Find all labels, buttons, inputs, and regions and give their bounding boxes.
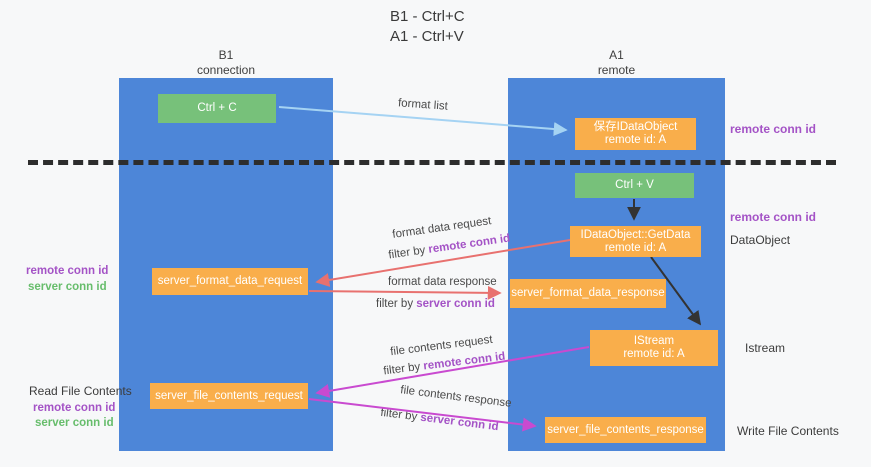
node-server-format-data-request: server_format_data_request: [152, 268, 308, 295]
node-ctrl-c-label: Ctrl + C: [197, 102, 237, 114]
node-server-format-data-response: server_format_data_response: [510, 279, 666, 308]
node-getdata-line2: remote id: A: [604, 241, 667, 254]
filter-key-remote-conn-id: remote conn id: [427, 232, 511, 256]
title-line-2: A1 - Ctrl+V: [390, 28, 464, 45]
filter-key-server-conn-id: server conn id: [416, 298, 495, 310]
filter-key-server-conn-id: server conn id: [419, 411, 500, 434]
edge-label-format-list: format list: [397, 97, 449, 113]
edge-label-file-contents-response-filter: filter by server conn id: [380, 407, 499, 433]
annotation-left-remote-conn-id: remote conn id: [26, 265, 109, 277]
annotation-left-bottom-remote-conn-id: remote conn id: [33, 402, 116, 414]
node-sfcreq-label: server_file_contents_request: [155, 389, 303, 402]
node-istream-line1: IStream: [633, 335, 675, 347]
annotation-write-file-contents: Write File Contents: [737, 424, 839, 438]
filter-key-remote-conn-id: remote conn id: [422, 350, 506, 373]
node-server-file-contents-response: server_file_contents_response: [545, 417, 706, 443]
node-ctrl-v-label: Ctrl + V: [615, 179, 654, 191]
node-getdata-line1: IDataObject::GetData: [580, 228, 691, 241]
lifeline-b1-subtitle: connection: [196, 63, 256, 77]
annotation-left-bottom-server-conn-id: server conn id: [35, 417, 114, 429]
title-line-1: B1 - Ctrl+C: [390, 8, 465, 25]
node-sfcresp-label: server_file_contents_response: [547, 423, 704, 436]
annotation-istream: Istream: [745, 341, 786, 355]
node-istream: IStream remote id: A: [590, 330, 718, 366]
annotation-remote-conn-id-mid: remote conn id: [730, 210, 817, 224]
edge-label-format-data-response-filter: filter by server conn id: [376, 298, 495, 310]
node-sfdreq-label: server_format_data_request: [157, 275, 303, 287]
node-ctrl-c: Ctrl + C: [158, 94, 276, 123]
node-sfdresp-label: server_format_data_response: [511, 287, 665, 299]
arrow-format-data-response: [308, 285, 502, 300]
node-idataobject-getdata: IDataObject::GetData remote id: A: [570, 226, 701, 257]
lifeline-header-a1: A1 remote: [508, 48, 725, 78]
node-save-idataobject-line1: 保存IDataObject: [593, 121, 678, 133]
lifeline-a1-subtitle: remote: [597, 63, 636, 77]
filter-by-prefix: filter by: [376, 298, 417, 310]
lifeline-header-b1: B1 connection: [119, 48, 333, 78]
node-save-idataobject: 保存IDataObject remote id: A: [575, 118, 696, 150]
diagram-title: B1 - Ctrl+C A1 - Ctrl+V: [390, 7, 465, 47]
filter-by-prefix: filter by: [387, 243, 430, 262]
annotation-left-server-conn-id: server conn id: [28, 281, 107, 293]
filter-by-prefix: filter by: [379, 406, 422, 424]
lifeline-b1-name: B1: [218, 48, 234, 62]
edge-label-format-data-response: format data response: [388, 276, 497, 288]
annotation-read-file-contents: Read File Contents: [29, 384, 132, 398]
node-istream-line2: remote id: A: [623, 348, 685, 360]
annotation-remote-conn-id-top: remote conn id: [730, 122, 817, 136]
annotation-dataobject: DataObject: [730, 233, 791, 247]
edge-label-file-contents-response: file contents response: [399, 384, 513, 410]
node-ctrl-v: Ctrl + V: [575, 173, 694, 198]
node-save-idataobject-line2: remote id: A: [604, 134, 667, 146]
phase-divider-dashed-line: [28, 160, 836, 165]
lifeline-a1-name: A1: [609, 48, 624, 62]
node-server-file-contents-request: server_file_contents_request: [150, 383, 308, 409]
filter-by-prefix: filter by: [382, 360, 425, 378]
